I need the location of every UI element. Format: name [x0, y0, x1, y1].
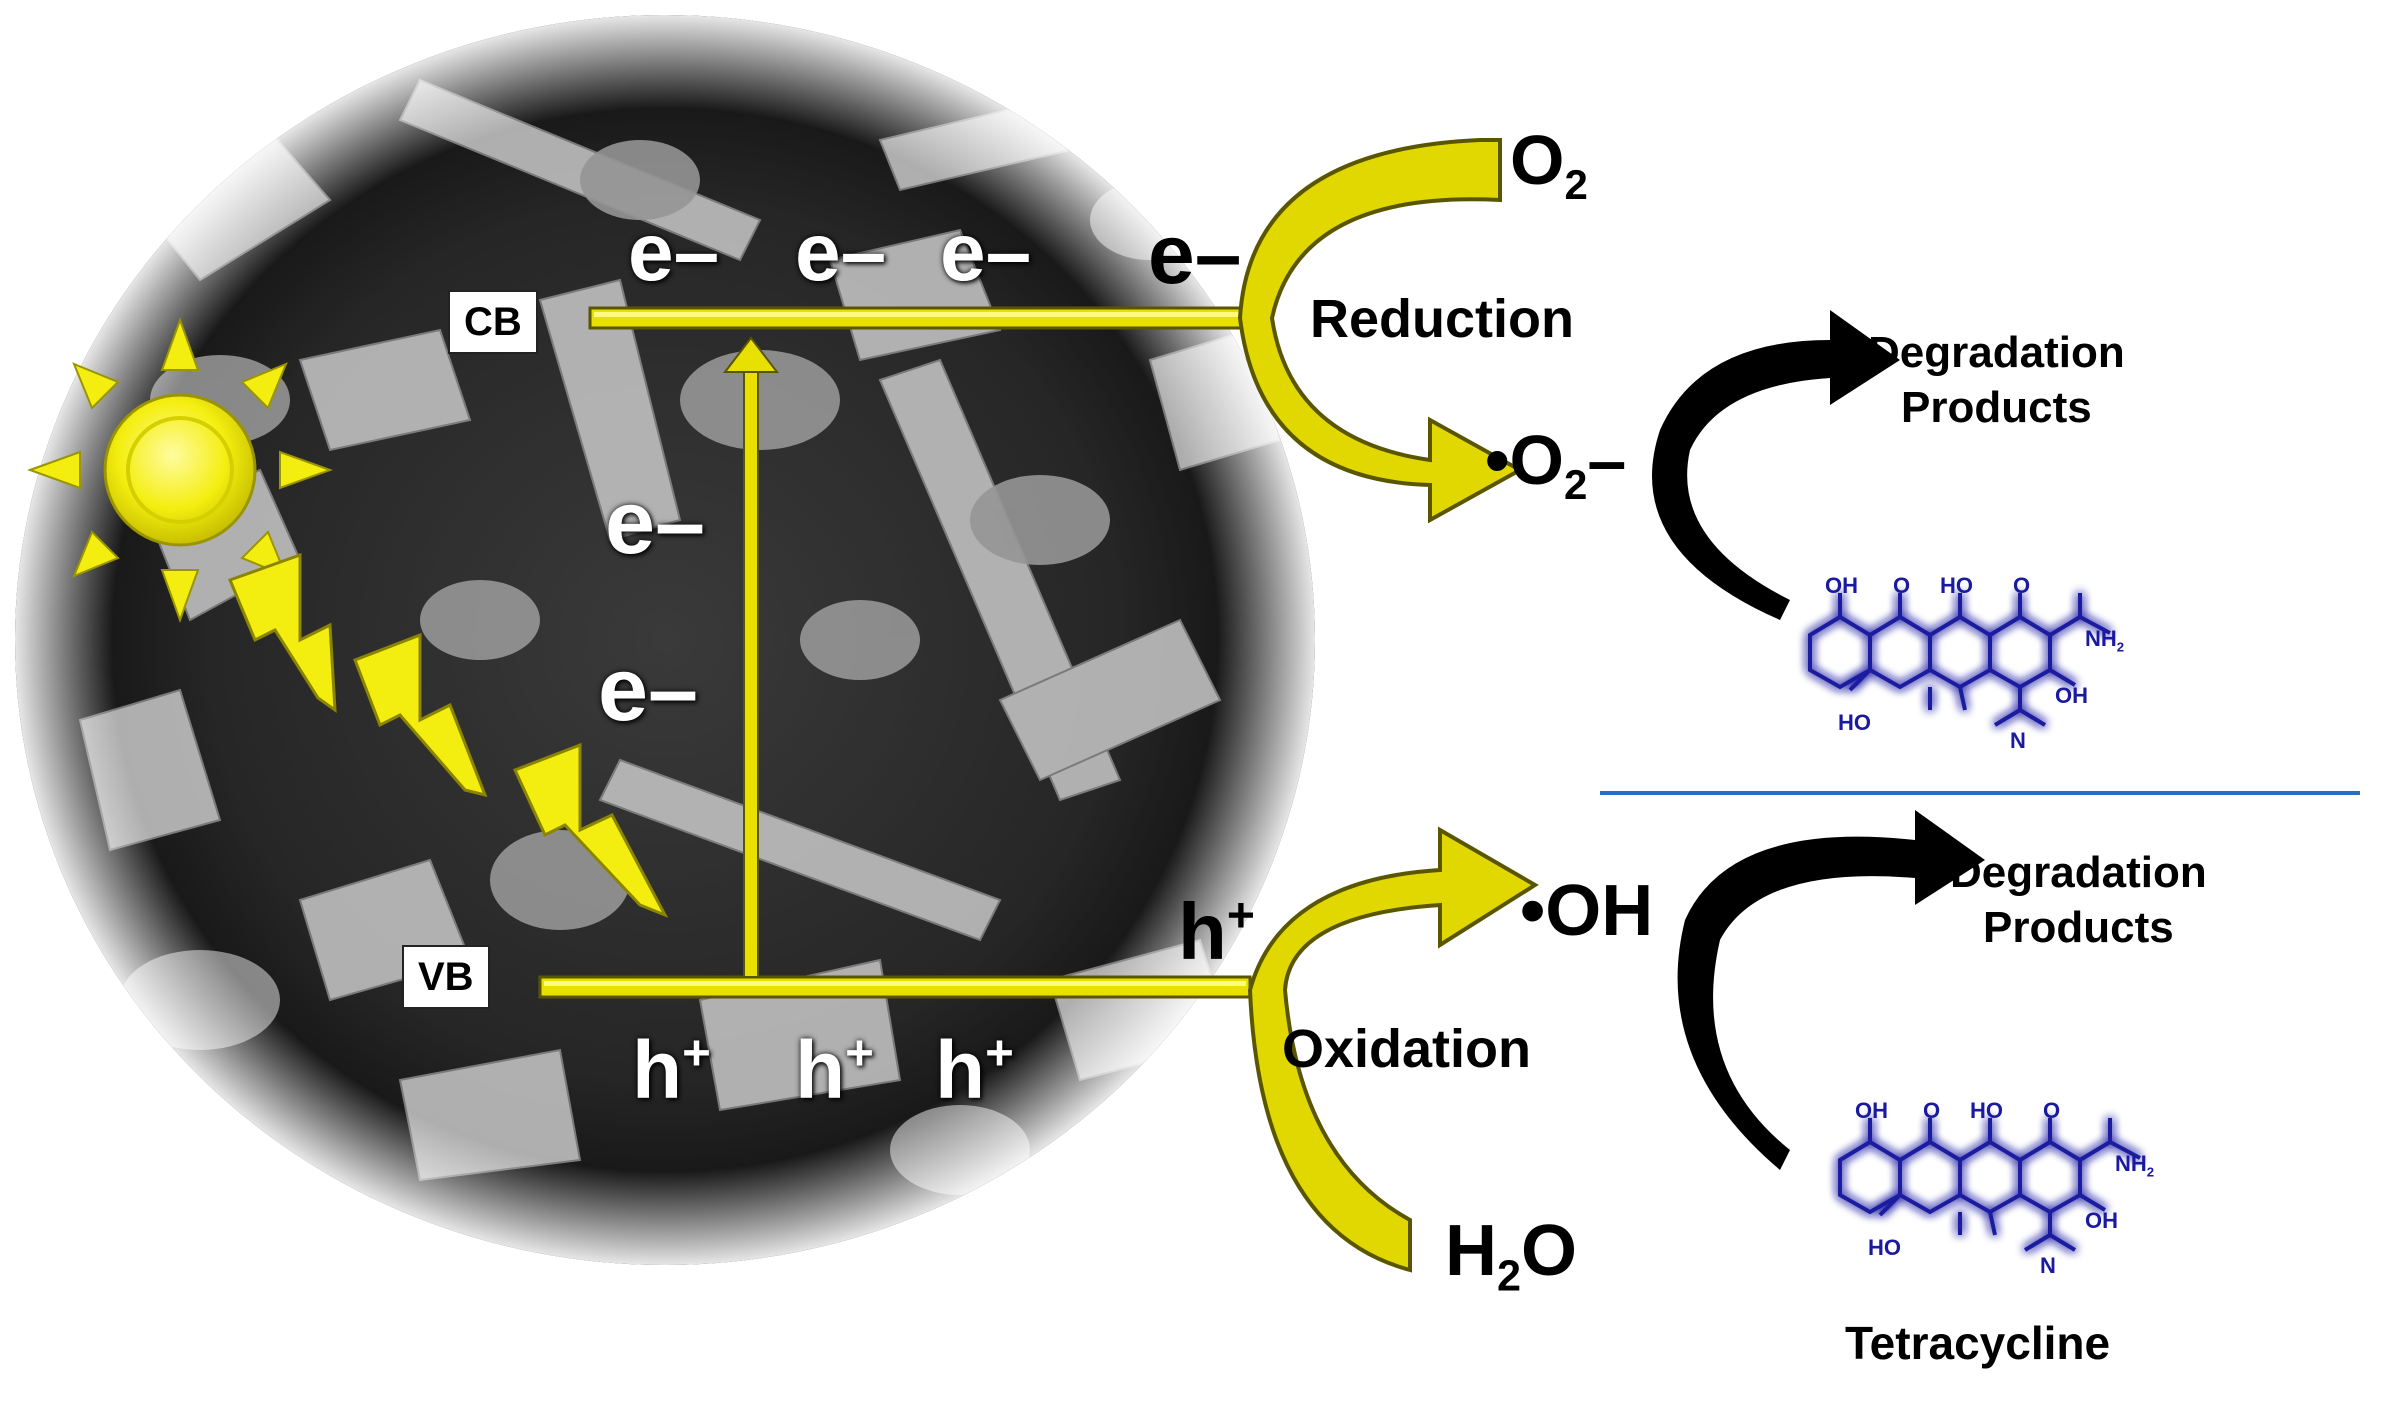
electron-label: e–: [1148, 207, 1242, 301]
electron-label: e–: [795, 207, 887, 298]
tetracycline-structure-top: [1808, 593, 2111, 727]
atom-label: NH2: [2115, 1151, 2155, 1180]
reduction-label: Reduction: [1310, 289, 1574, 349]
tetracycline-label: Tetracycline: [1845, 1317, 2111, 1369]
atom-label: HO: [1838, 710, 1871, 735]
valence-band-bar: [538, 975, 1252, 999]
hole-label: h+: [795, 1025, 874, 1116]
atom-label: O: [2043, 1098, 2061, 1123]
reduction-arrow: [1237, 138, 1525, 524]
atom-label: N: [2040, 1253, 2056, 1278]
cb-label: CB: [448, 290, 538, 354]
degradation-arrow-top: [1652, 310, 1900, 620]
degradation-arrow-bottom: [1677, 810, 1985, 1170]
atom-label: OH: [1825, 573, 1858, 598]
oxygen-label: O2: [1510, 121, 1588, 208]
degradation-products-bottom: Degradation Products: [1950, 848, 2207, 952]
lightning-bolt-icon: [228, 552, 337, 714]
electron-label: e–: [598, 640, 699, 740]
tetracycline-structure-bottom: [1838, 1118, 2141, 1252]
atom-label: O: [2013, 573, 2031, 598]
electron-label: e–: [628, 207, 720, 298]
atom-label: OH: [1855, 1098, 1888, 1123]
lightning-bolt-icon: [353, 632, 488, 798]
hydroxyl-radical-label: •OH: [1520, 871, 1654, 951]
lightning-bolt-icon: [512, 742, 669, 918]
oxidation-arrow: [1247, 826, 1539, 1273]
atom-label: O: [1893, 573, 1911, 598]
hole-label: h+: [632, 1025, 711, 1116]
hole-label: h+: [1178, 887, 1255, 976]
oxidation-label: Oxidation: [1282, 1019, 1532, 1079]
degradation-products-top: Degradation Products: [1868, 328, 2125, 432]
atom-label: NH2: [2085, 626, 2125, 655]
atom-label: HO: [1970, 1098, 2003, 1123]
atom-label: HO: [1940, 573, 1973, 598]
atom-label: O: [1923, 1098, 1941, 1123]
water-label: H2O: [1445, 1211, 1578, 1301]
excitation-arrow: [722, 336, 780, 978]
electron-label: e–: [605, 473, 706, 573]
atom-label: OH: [2055, 683, 2088, 708]
conduction-band-bar: [588, 306, 1272, 330]
superoxide-label: •O2–: [1485, 421, 1627, 508]
sun-icon: [27, 317, 333, 623]
atom-label: N: [2010, 728, 2026, 753]
electron-label: e–: [940, 207, 1032, 298]
vb-label: VB: [402, 945, 490, 1009]
hole-label: h+: [935, 1025, 1014, 1116]
atom-label: HO: [1868, 1235, 1901, 1260]
atom-label: OH: [2085, 1208, 2118, 1233]
